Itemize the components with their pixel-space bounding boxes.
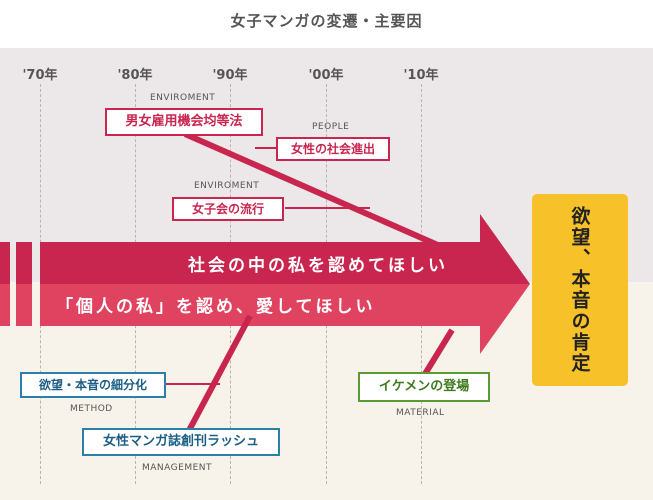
desire-subdivision-box: 欲望・本音の細分化 — [20, 372, 166, 398]
magazine-rush-connector — [182, 314, 253, 440]
lower-arrow-label: 「個人の私」を認め、愛してほしい — [56, 297, 376, 317]
decade-label: '70年 — [22, 68, 58, 83]
women-society-box: 女性の社会進出 — [276, 137, 390, 161]
equal-employment-box: 男女雇用機会均等法 — [105, 108, 263, 136]
category-label: MANAGEMENT — [142, 463, 212, 473]
magazine-rush-box: 女性マンガ誌創刊ラッシュ — [82, 428, 280, 456]
result-label: 欲望、本音の肯定 — [568, 206, 591, 374]
decade-label: '80年 — [117, 68, 153, 83]
decade-label: '00年 — [308, 68, 344, 83]
ikemen-connector — [422, 328, 455, 376]
category-label: PEOPLE — [312, 122, 350, 132]
category-label: ENVIROMENT — [194, 181, 260, 191]
ikemen-box: イケメンの登場 — [358, 372, 490, 402]
upper-stub — [16, 242, 32, 284]
category-label: MATERIAL — [396, 408, 445, 418]
joshikai-box: 女子会の流行 — [172, 197, 284, 221]
upper-arrow-label: 社会の中の私を認めてほしい — [188, 256, 448, 276]
decade-label: '90年 — [212, 68, 248, 83]
lower-arrow — [40, 284, 530, 354]
category-label: METHOD — [70, 404, 113, 414]
result-box — [532, 194, 628, 386]
page-title: 女子マンガの変遷・主要因 — [230, 12, 423, 30]
upper-arrow — [40, 214, 530, 284]
upper-stub — [0, 242, 10, 284]
lower-stub — [0, 284, 10, 326]
equal-employment-connector — [183, 131, 442, 249]
decade-label: '10年 — [403, 68, 439, 83]
lower-stub — [16, 284, 32, 326]
category-label: ENVIROMENT — [150, 93, 216, 103]
